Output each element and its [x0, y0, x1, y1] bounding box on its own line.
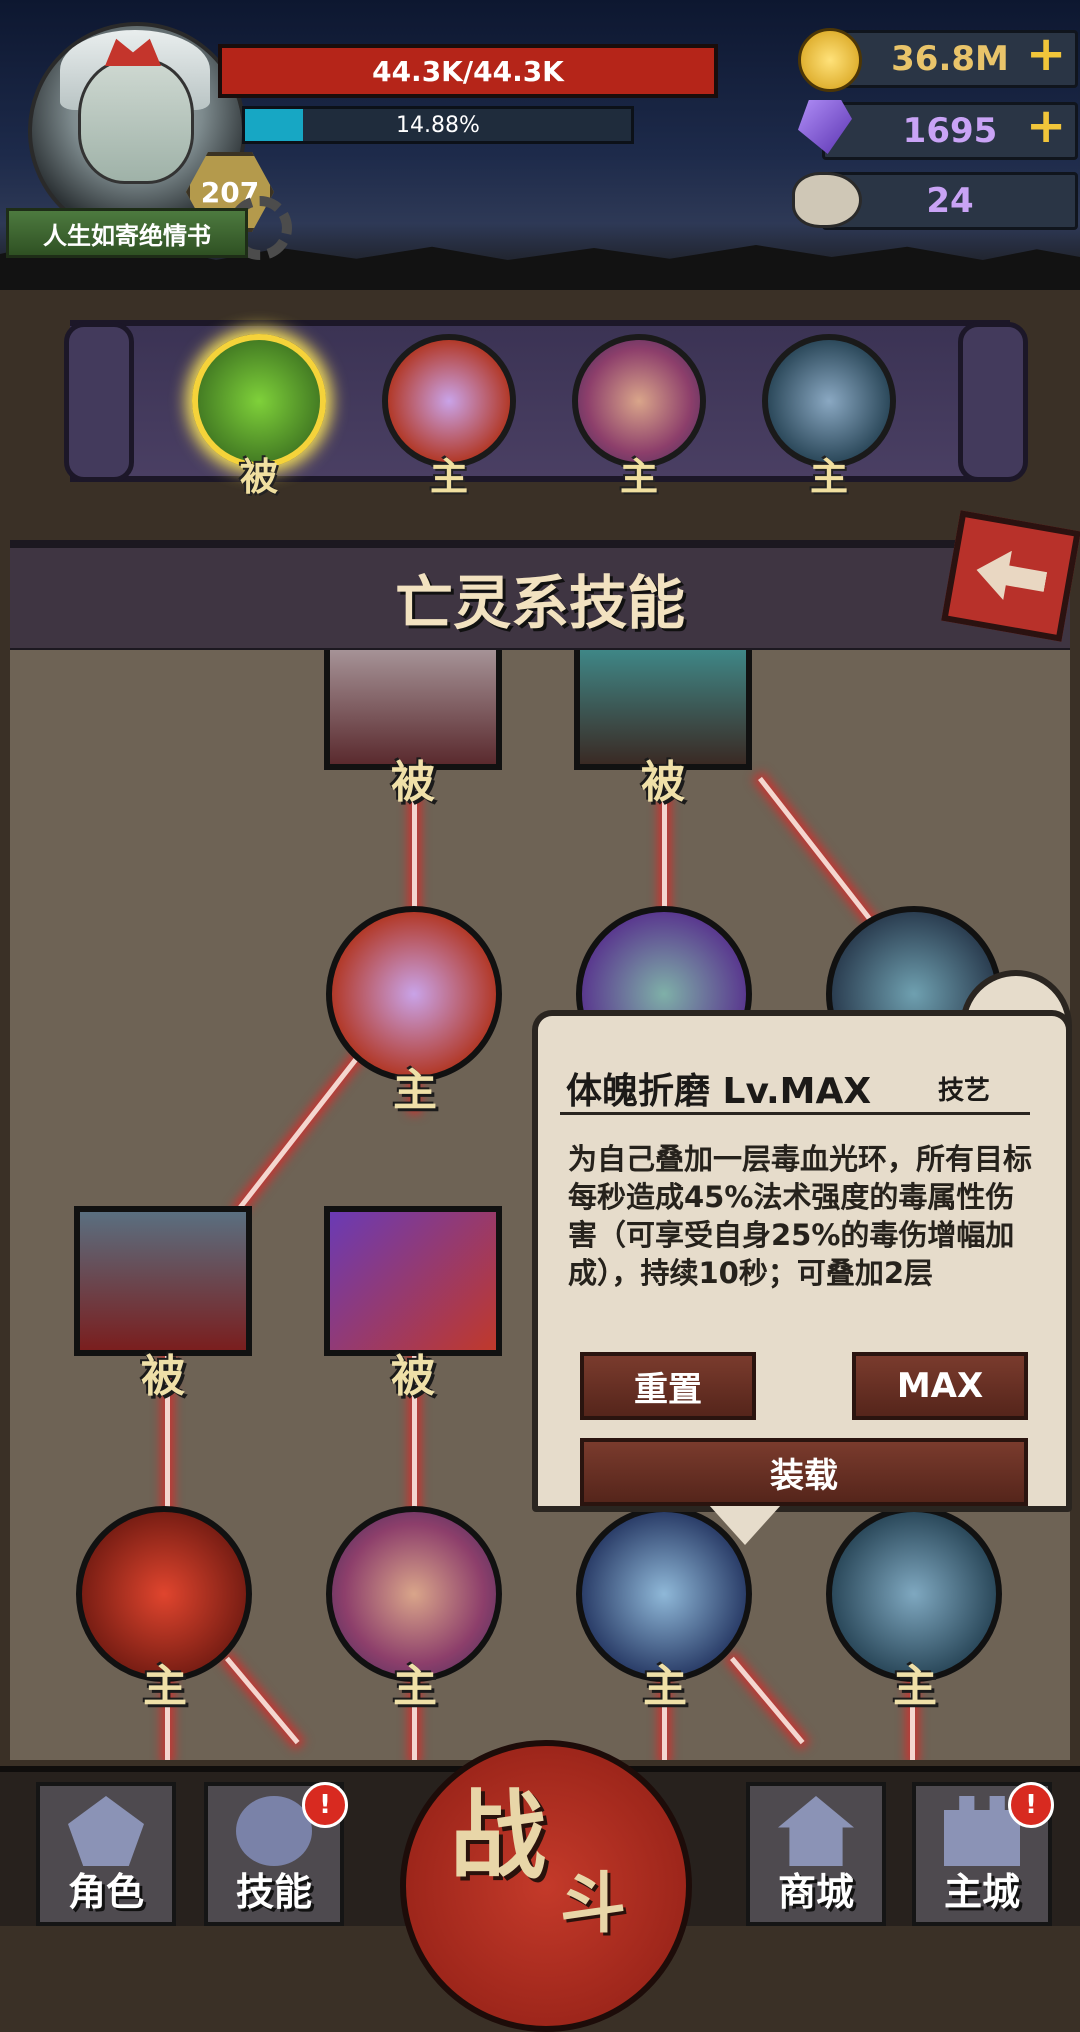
battle-button[interactable]	[400, 1740, 692, 2032]
scroll-end-right	[958, 322, 1028, 482]
equipped-slot-1-tag: 被	[239, 455, 278, 499]
exp-fill	[245, 109, 303, 141]
skill-description: 为自己叠加一层毒血光环，所有目标每秒造成45%法术强度的毒属性伤害（可享受自身2…	[568, 1142, 1033, 1290]
skill-tooltip	[532, 1010, 1072, 1512]
tree-node-6-tag: 被	[141, 1351, 185, 1402]
main-city-alert-badge: !	[1008, 1782, 1054, 1828]
helmet-icon	[68, 1796, 144, 1866]
nav-shop-button[interactable]: 商城	[746, 1782, 886, 1926]
ram-skull-value: 24	[926, 181, 974, 221]
scroll-end-left	[64, 322, 134, 482]
tree-node-9[interactable]	[326, 1506, 502, 1682]
equipped-slot-4[interactable]	[762, 334, 896, 468]
nav-skills-button[interactable]: 技能	[204, 1782, 344, 1926]
tree-node-1[interactable]	[324, 650, 502, 770]
equipped-slot-1[interactable]	[192, 334, 326, 468]
battle-label-small: 斗	[560, 1865, 626, 1942]
tree-node-6[interactable]	[74, 1206, 252, 1356]
max-button[interactable]: MAX	[852, 1352, 1028, 1420]
tree-node-7-tag: 被	[391, 1351, 435, 1402]
tree-node-3[interactable]	[326, 906, 502, 1082]
ram-skull-icon	[792, 172, 862, 228]
tree-node-3-tag: 主	[393, 1065, 437, 1116]
equipped-slot-4-tag: 主	[809, 455, 848, 499]
tree-link	[910, 1660, 915, 1760]
gold-coin-icon	[798, 28, 862, 92]
nav-main-city-label: 主城	[943, 1870, 1020, 1914]
tree-node-8[interactable]	[76, 1506, 252, 1682]
tree-node-11-tag: 主	[893, 1661, 937, 1712]
gold-value: 36.8M	[891, 39, 1009, 79]
tree-link	[662, 790, 667, 970]
tree-node-9-tag: 主	[393, 1661, 437, 1712]
tree-node-1-tag: 被	[391, 757, 435, 808]
avatar-face	[78, 58, 194, 184]
nav-shop-label: 商城	[777, 1870, 854, 1914]
back-button[interactable]	[941, 510, 1080, 642]
skill-name: 体魄折磨 Lv.MAX	[566, 1071, 872, 1112]
equip-button[interactable]: 装载	[580, 1438, 1028, 1506]
reset-button[interactable]: 重置	[580, 1352, 756, 1420]
tree-node-2-tag: 被	[641, 757, 685, 808]
nav-character-button[interactable]: 角色	[36, 1782, 176, 1926]
ram-skull-counter: 24	[822, 172, 1078, 230]
tree-node-8-tag: 主	[143, 1661, 187, 1712]
equipped-slot-2-tag: 主	[429, 455, 468, 499]
gem-counter: 1695	[822, 102, 1078, 160]
gem-value: 1695	[902, 111, 998, 151]
shop-pavilion-icon	[778, 1796, 854, 1866]
tree-link	[662, 1610, 667, 1760]
tooltip-divider	[560, 1112, 1030, 1115]
section-title: 亡灵系技能	[10, 540, 1070, 656]
equipped-slot-2[interactable]	[382, 334, 516, 468]
exp-text: 14.88%	[396, 112, 480, 138]
nav-skills-label: 技能	[235, 1870, 312, 1914]
tree-node-7[interactable]	[324, 1206, 502, 1356]
equipped-slot-3[interactable]	[572, 334, 706, 468]
battle-label-big: 战	[450, 1780, 546, 1892]
tree-node-10-tag: 主	[643, 1661, 687, 1712]
add-gold-button[interactable]: +	[1026, 26, 1067, 82]
equipped-slot-3-tag: 主	[619, 455, 658, 499]
player-name: 人生如寄绝情书	[6, 208, 248, 258]
gold-counter: 36.8M	[822, 30, 1078, 88]
hp-bar: 44.3K/44.3K	[218, 44, 718, 98]
swirl-icon	[236, 1796, 312, 1866]
tree-node-2[interactable]	[574, 650, 752, 770]
nav-character-label: 角色	[67, 1870, 144, 1914]
exp-bar: 14.88%	[242, 106, 634, 144]
skills-alert-badge: !	[302, 1782, 348, 1828]
back-arrow-icon	[972, 545, 1050, 606]
add-gem-button[interactable]: +	[1026, 98, 1067, 154]
skill-type: 技艺	[938, 1076, 991, 1106]
